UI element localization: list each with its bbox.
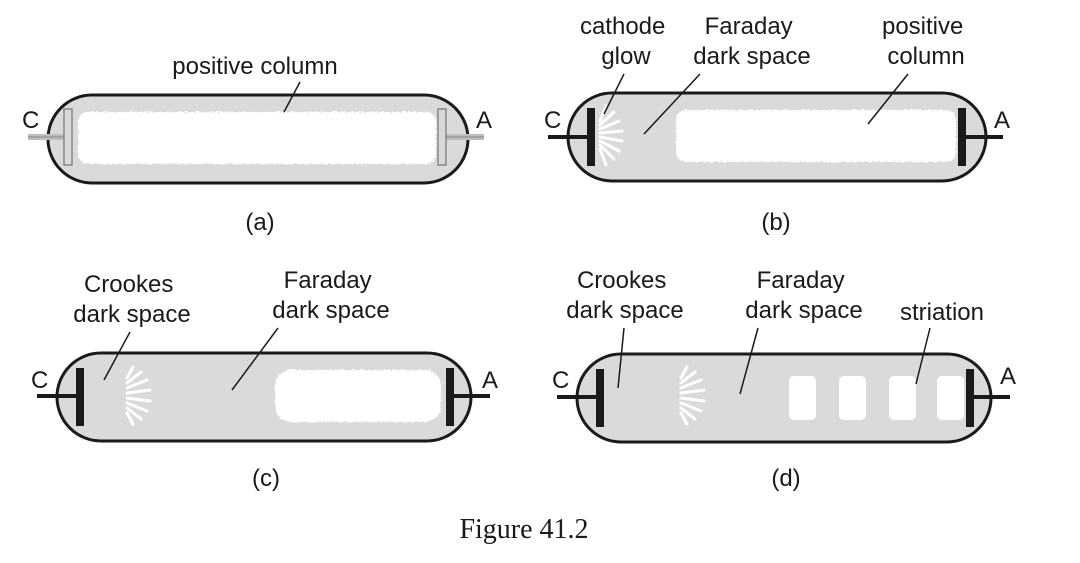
leader-line (603, 73, 625, 115)
cathode-label-d: C (552, 367, 569, 394)
cathode-label-a: C (22, 107, 39, 134)
label-line: Faraday (284, 267, 372, 294)
cathode-glow-rays-c (125, 365, 152, 426)
caption-b: (b) (761, 209, 790, 236)
label-line: dark space (272, 297, 389, 324)
label-line: dark space (566, 297, 683, 324)
label-line: positive (882, 13, 963, 40)
leader-line (867, 73, 909, 125)
label-b-cathode-glow: cathode glow (580, 13, 672, 70)
cathode-electrode-c (37, 368, 84, 426)
label-line: Faraday (705, 13, 793, 40)
leader-line (231, 327, 279, 391)
label-d-striation: striation (900, 299, 984, 326)
label-a-positive-column: positive column (172, 53, 337, 80)
label-c-crookes-dark-space: Crookes dark space (73, 271, 190, 328)
anode-label-d: A (1000, 363, 1016, 390)
leader-line (283, 81, 301, 113)
label-line: positive column (172, 53, 337, 80)
positive-column-glow-b (676, 110, 956, 162)
cathode-electrode-d (557, 369, 604, 427)
anode-label-c: A (482, 367, 498, 394)
caption-c: (c) (252, 465, 280, 492)
label-line: dark space (73, 301, 190, 328)
anode-electrode-a (437, 108, 484, 166)
label-d-faraday-dark-space: Faraday dark space (745, 267, 862, 324)
cathode-electrode-a (28, 108, 73, 166)
figure-caption: Figure 41.2 (459, 514, 588, 545)
label-line: column (887, 43, 964, 70)
label-line: glow (601, 43, 651, 70)
tube-d (575, 352, 993, 444)
label-d-crookes-dark-space: Crookes dark space (566, 267, 683, 324)
leader-line (739, 327, 759, 395)
leader-line (643, 73, 701, 135)
label-line: dark space (745, 297, 862, 324)
anode-label-b: A (994, 107, 1010, 134)
label-line: dark space (693, 43, 810, 70)
label-line: Crookes (577, 267, 666, 294)
striation (839, 376, 866, 420)
caption-a: (a) (245, 209, 274, 236)
positive-column-glow-a (78, 112, 436, 164)
anode-electrode-d (966, 369, 1010, 427)
label-b-faraday-dark-space: Faraday dark space (693, 13, 810, 70)
leader-line (103, 331, 131, 381)
panel-a: C A positive column (a) (22, 53, 492, 236)
anode-label-a: A (476, 107, 492, 134)
cathode-glow-rays-d (679, 365, 706, 426)
label-line: Faraday (757, 267, 845, 294)
panel-b: C A cathode glow Faraday dark space posi… (544, 13, 1010, 236)
striation (789, 376, 816, 420)
label-line: Crookes (84, 271, 173, 298)
label-b-positive-column: positive column (882, 13, 970, 70)
leader-line (915, 327, 931, 385)
anode-electrode-c (446, 368, 490, 426)
label-line: striation (900, 299, 984, 326)
cathode-label-b: C (544, 107, 561, 134)
cathode-glow-rays-b (598, 104, 624, 167)
anode-electrode-b (958, 108, 1003, 166)
striation (889, 376, 916, 420)
panel-d: C A Crookes dark space Faraday dark spac… (552, 267, 1016, 492)
striation (937, 376, 964, 420)
label-c-faraday-dark-space: Faraday dark space (272, 267, 389, 324)
leader-line (617, 327, 625, 389)
caption-d: (d) (771, 465, 800, 492)
cathode-electrode-b (548, 108, 595, 166)
panel-c: C A Crookes dark space Faraday dark spac… (31, 267, 498, 492)
cathode-label-c: C (31, 367, 48, 394)
positive-column-glow-c (275, 370, 441, 422)
label-line: cathode (580, 13, 665, 40)
